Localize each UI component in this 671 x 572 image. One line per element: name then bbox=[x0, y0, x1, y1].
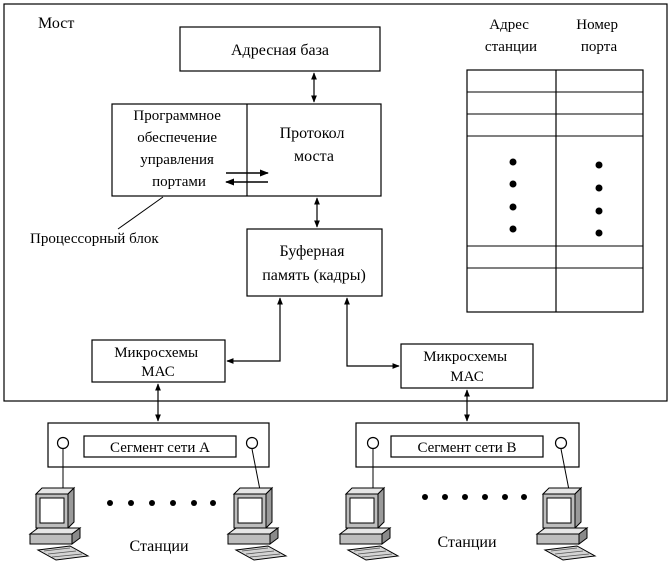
software-line-3: управления bbox=[140, 152, 214, 168]
mac-right-label: Микросхемы МАС bbox=[423, 349, 511, 385]
table-ellipsis-col2 bbox=[595, 161, 603, 237]
desktop-computer-icon bbox=[227, 487, 287, 561]
segment-a-port-left bbox=[56, 436, 70, 450]
mac-right-line-2: МАС bbox=[450, 369, 483, 385]
table-col2-header-line-1: Номер bbox=[576, 17, 618, 33]
processor-caption-leader bbox=[117, 196, 164, 230]
software-line-4: портами bbox=[152, 174, 206, 190]
table-ellipsis-col1 bbox=[509, 158, 517, 233]
software-label: Программное обеспечение управления порта… bbox=[133, 108, 224, 190]
mac-right-box bbox=[400, 343, 534, 389]
buffer-line-2: память (кадры) bbox=[262, 267, 366, 284]
protocol-line-2: моста bbox=[294, 148, 334, 165]
table-col2-header-line-2: порта bbox=[581, 39, 618, 55]
segment-b-label: Сегмент сети В bbox=[417, 440, 516, 456]
segment-b-inner bbox=[390, 435, 544, 458]
mac-right-line-1: Микросхемы bbox=[423, 349, 507, 365]
desktop-computer-icon bbox=[29, 487, 89, 561]
table-col2-header: Номер порта bbox=[576, 17, 621, 55]
protocol-line-1: Протокол bbox=[280, 125, 345, 142]
bridge-title: Мост bbox=[38, 15, 74, 32]
buffer-label: Буферная память (кадры) bbox=[262, 243, 366, 284]
arrow-buffer-mac-left bbox=[226, 297, 283, 364]
table-grid bbox=[466, 69, 644, 313]
segment-b-stations-ellipsis bbox=[422, 494, 527, 500]
processor-caption: Процессорный блок bbox=[30, 231, 159, 247]
bridge-frame bbox=[3, 3, 668, 402]
segment-a-port-right bbox=[245, 436, 259, 450]
table-col1-header-line-2: станции bbox=[485, 39, 537, 55]
address-table: Адрес станции Номер порта bbox=[466, 17, 644, 313]
buffer-line-1: Буферная bbox=[280, 243, 346, 260]
desktop-computer-icon bbox=[339, 487, 399, 561]
segment-a-inner bbox=[83, 435, 237, 458]
segment-a: Сегмент сети А Станции bbox=[29, 422, 287, 561]
address-base-label: Адресная база bbox=[231, 42, 329, 59]
arrow-buffer-mac-right bbox=[344, 297, 400, 369]
segment-b-stations-label: Станции bbox=[438, 534, 497, 551]
segment-a-label: Сегмент сети А bbox=[110, 440, 210, 456]
mac-left-line-2: МАС bbox=[141, 364, 174, 380]
segment-a-stations-label: Станции bbox=[130, 538, 189, 555]
segment-b-drop-right bbox=[560, 448, 570, 491]
mac-left-line-1: Микросхемы bbox=[114, 345, 198, 361]
table-col1-header: Адрес станции bbox=[485, 17, 537, 55]
buffer-box bbox=[246, 228, 383, 297]
table-col1-header-line-1: Адрес bbox=[489, 17, 529, 33]
segment-a-stations-ellipsis bbox=[107, 500, 216, 506]
desktop-computer-icon bbox=[536, 487, 596, 561]
mac-left-box bbox=[91, 339, 226, 383]
segment-b: Сегмент сети В Станции bbox=[339, 422, 596, 561]
software-line-2: обеспечение bbox=[137, 130, 217, 146]
address-base-box bbox=[179, 26, 381, 72]
protocol-label: Протокол моста bbox=[280, 125, 349, 165]
software-line-1: Программное bbox=[133, 108, 221, 124]
segment-b-port-right bbox=[554, 436, 568, 450]
segment-b-port-left bbox=[366, 436, 380, 450]
segment-a-drop-right bbox=[251, 448, 261, 491]
mac-left-label: Микросхемы МАС bbox=[114, 345, 202, 380]
